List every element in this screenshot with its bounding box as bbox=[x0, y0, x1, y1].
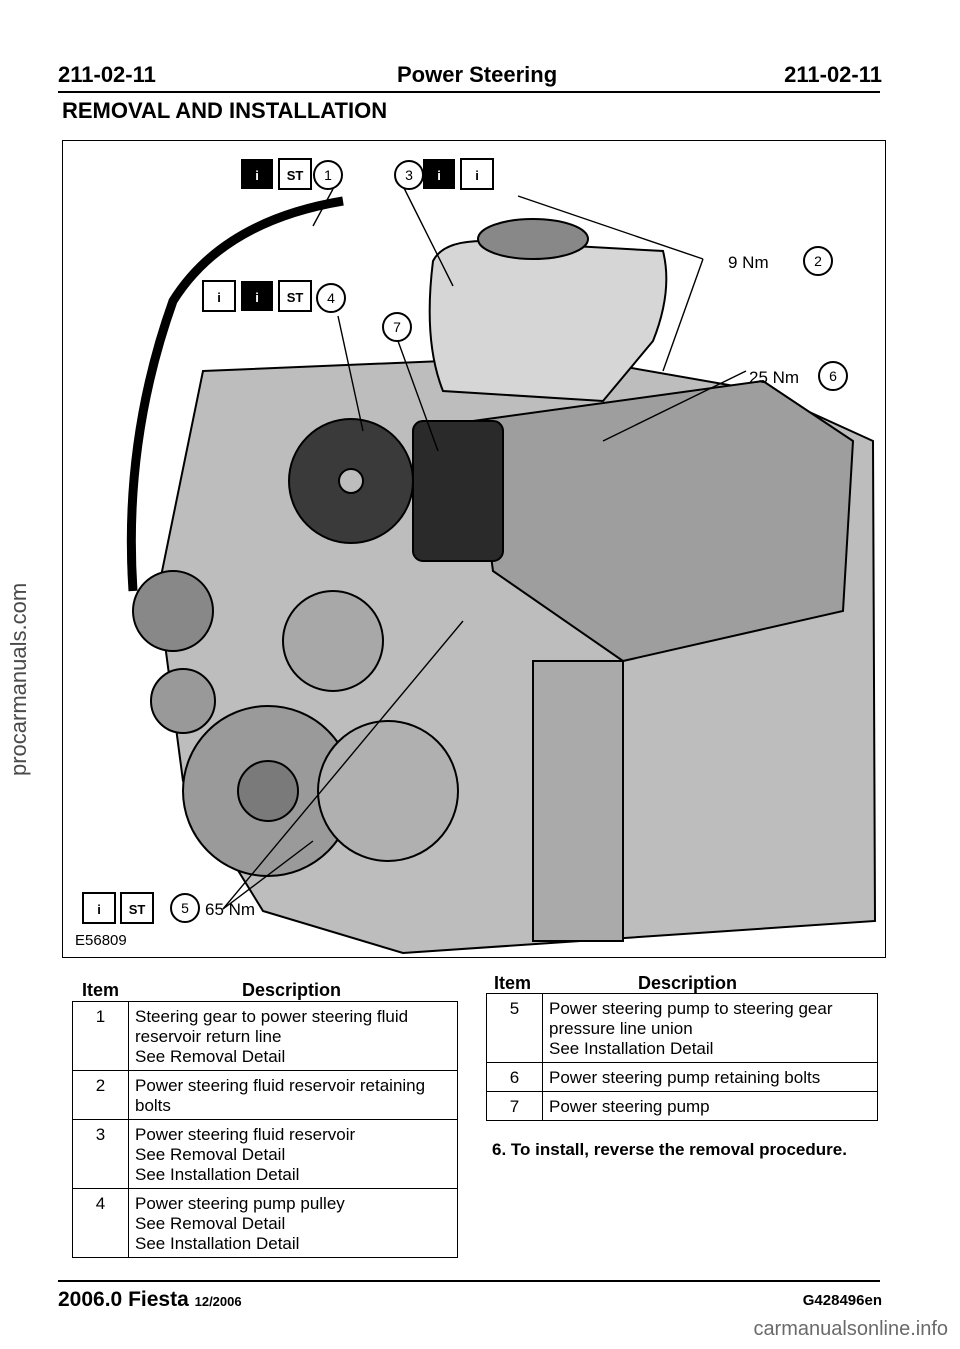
table-row: 7 Power steering pump bbox=[486, 1091, 878, 1121]
header-chapter-title: Power Steering bbox=[397, 62, 558, 87]
footer-model: 2006.0 Fiesta 12/2006 bbox=[58, 1288, 242, 1312]
callout-number-7: 7 bbox=[393, 319, 401, 335]
item-number: 1 bbox=[72, 1001, 129, 1071]
left-table-description-header: Description bbox=[242, 980, 342, 1000]
water-pump-pulley-shape bbox=[282, 590, 384, 692]
table-row: 6 Power steering pump retaining bolts bbox=[486, 1062, 878, 1092]
callout-number-1: 1 bbox=[324, 167, 332, 183]
item-description: Power steering fluid reservoir See Remov… bbox=[128, 1119, 458, 1189]
bottom-watermark: carmanualsonline.info bbox=[753, 1318, 948, 1340]
header-section-code-left: 211-02-11 bbox=[58, 62, 156, 87]
table-row: 2 Power steering fluid reservoir retaini… bbox=[72, 1070, 458, 1120]
torque-label-2: 9 Nm bbox=[728, 253, 769, 272]
special-tool-symbol-icon: ST bbox=[287, 290, 304, 305]
footer-doc-code: G428496en bbox=[802, 1292, 882, 1309]
item-description: Power steering fluid reservoir retaining… bbox=[128, 1070, 458, 1120]
idler-pulley-shape bbox=[150, 668, 216, 734]
item-description: Power steering pump bbox=[542, 1091, 878, 1121]
pump-body-shape bbox=[412, 420, 504, 562]
item-number: 3 bbox=[72, 1119, 129, 1189]
alternator-pulley-shape bbox=[132, 570, 214, 652]
header-section-code-right: 211-02-11 bbox=[784, 62, 882, 87]
item-description: Power steering pump retaining bolts bbox=[542, 1062, 878, 1092]
right-table-description-header: Description bbox=[638, 973, 738, 993]
callout-number-5: 5 bbox=[181, 900, 189, 916]
section-title: REMOVAL AND INSTALLATION bbox=[62, 98, 388, 123]
right-table-item-header: Item bbox=[494, 973, 532, 993]
callout-number-4: 4 bbox=[327, 290, 335, 306]
item-description: Power steering pump to steering gear pre… bbox=[542, 993, 878, 1063]
table-row: 5 Power steering pump to steering gear p… bbox=[486, 993, 878, 1063]
torque-label-6: 25 Nm bbox=[749, 368, 799, 387]
item-number: 5 bbox=[486, 993, 543, 1063]
item-number: 7 bbox=[486, 1091, 543, 1121]
items-table-right: 5 Power steering pump to steering gear p… bbox=[486, 993, 878, 1121]
return-hose-shape bbox=[126, 196, 344, 592]
exhaust-pipe-shape bbox=[532, 660, 624, 942]
torque-label-5: 65 Nm bbox=[205, 900, 255, 919]
table-row: 4 Power steering pump pulley See Removal… bbox=[72, 1188, 458, 1258]
ac-compressor-pulley-shape bbox=[317, 720, 459, 862]
figure-id-label: E56809 bbox=[75, 932, 127, 949]
intake-manifold-shape bbox=[471, 379, 855, 663]
item-description: Steering gear to power steering fluid re… bbox=[128, 1001, 458, 1071]
callout-number-6: 6 bbox=[829, 368, 837, 384]
special-tool-symbol-icon: ST bbox=[287, 168, 304, 183]
info-symbol-icon: i bbox=[437, 168, 441, 183]
item-number: 4 bbox=[72, 1188, 129, 1258]
callout-number-3: 3 bbox=[405, 167, 413, 183]
footer-model-name: 2006.0 Fiesta bbox=[58, 1288, 189, 1311]
item-number: 2 bbox=[72, 1070, 129, 1120]
installation-step-note: 6. To install, reverse the removal proce… bbox=[492, 1140, 847, 1159]
fluid-reservoir-shape bbox=[428, 239, 668, 403]
item-description: Power steering pump pulley See Removal D… bbox=[128, 1188, 458, 1258]
engine-line-drawing: i ST i i i i ST i ST bbox=[82, 158, 877, 955]
table-row: 1 Steering gear to power steering fluid … bbox=[72, 1001, 458, 1071]
special-tool-symbol-icon: ST bbox=[129, 902, 146, 917]
items-table-left: 1 Steering gear to power steering fluid … bbox=[72, 1001, 458, 1258]
item-number: 6 bbox=[486, 1062, 543, 1092]
table-row: 3 Power steering fluid reservoir See Rem… bbox=[72, 1119, 458, 1189]
info-symbol-icon: i bbox=[475, 168, 479, 183]
info-symbol-icon: i bbox=[97, 902, 101, 917]
footer-date: 12/2006 bbox=[194, 1294, 242, 1309]
info-symbol-icon: i bbox=[255, 290, 259, 305]
header-rule bbox=[58, 91, 880, 93]
side-watermark: procarmanuals.com bbox=[6, 582, 31, 776]
engine-illustration: i ST i i i i ST i ST bbox=[62, 140, 886, 958]
info-symbol-icon: i bbox=[217, 290, 221, 305]
info-symbol-icon: i bbox=[255, 168, 259, 183]
callout-number-2: 2 bbox=[814, 253, 822, 269]
footer-rule bbox=[58, 1280, 880, 1282]
reservoir-cap-shape bbox=[477, 218, 589, 260]
left-table-item-header: Item bbox=[82, 980, 120, 1000]
